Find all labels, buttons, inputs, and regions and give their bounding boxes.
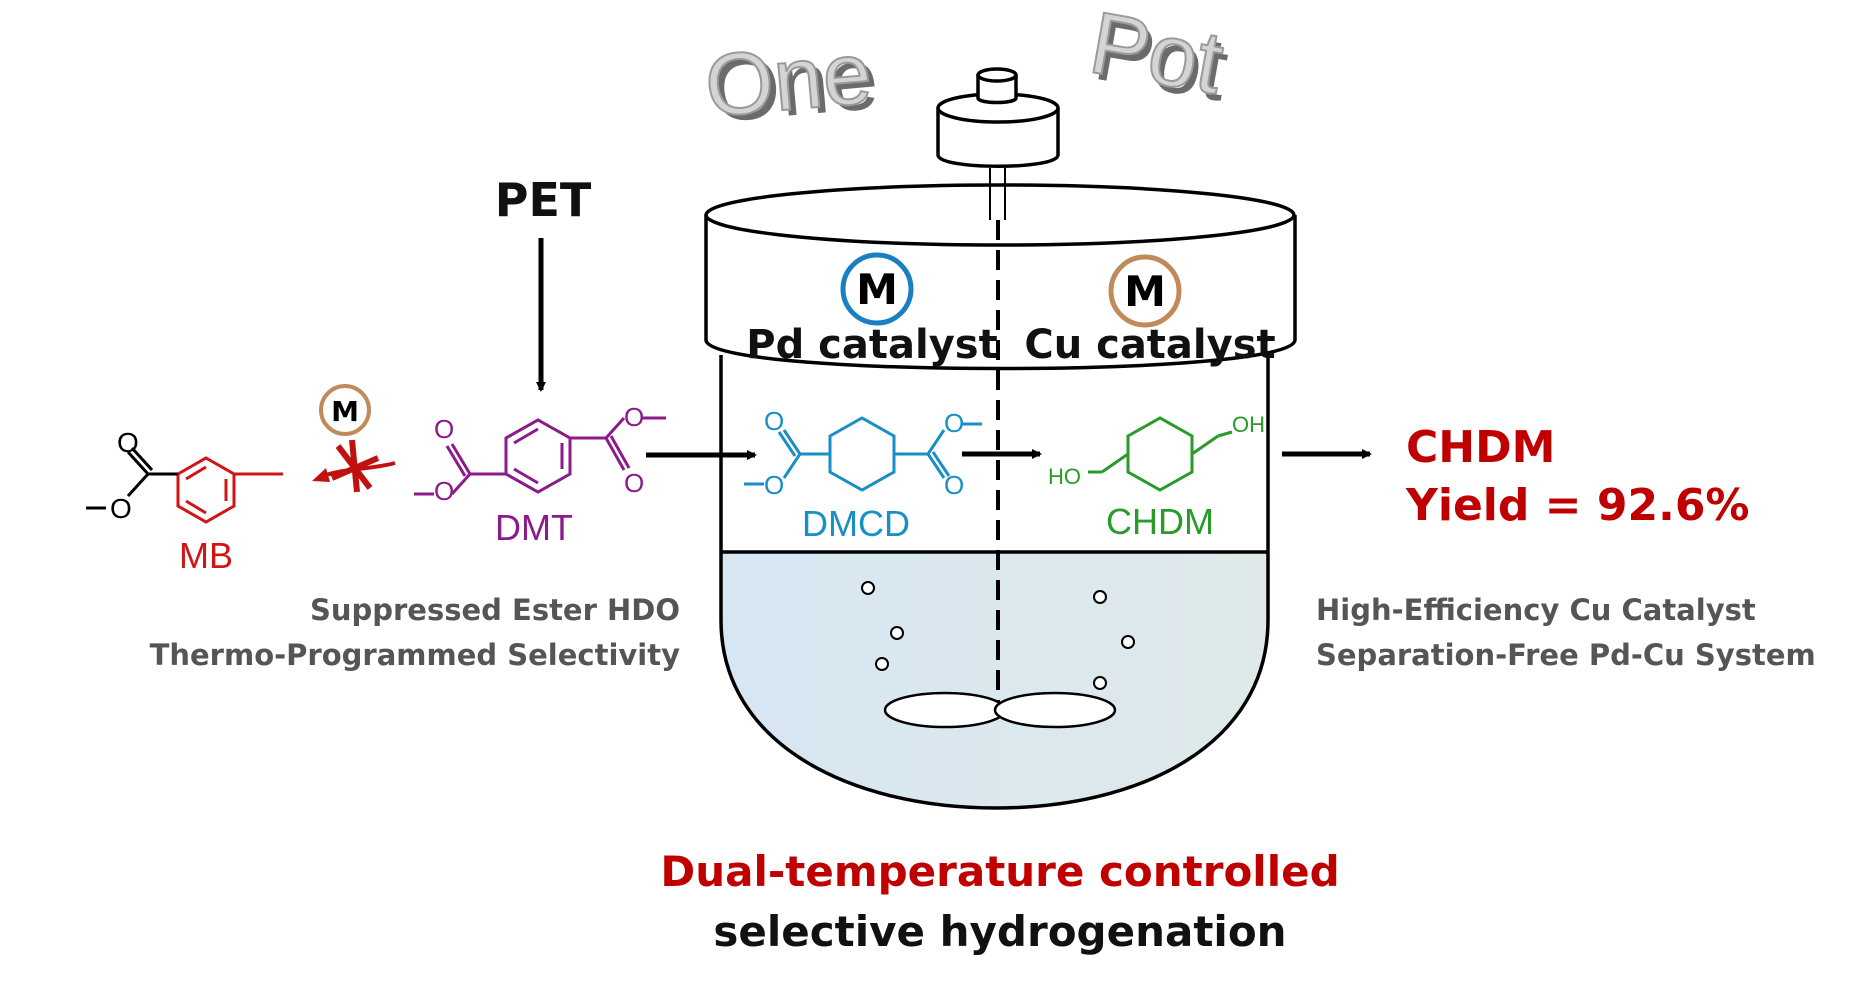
cu-catalyst: M Cu catalyst bbox=[1024, 254, 1276, 368]
title-word-one: One bbox=[701, 22, 875, 135]
chdm-molecule bbox=[1088, 416, 1233, 492]
reactor-vessel bbox=[704, 67, 1297, 810]
title-word-pot: Pot bbox=[1083, 0, 1230, 113]
title-word-one-shadow: One bbox=[708, 28, 882, 141]
one-pot-title: One One Pot Pot bbox=[700, 0, 1235, 141]
atom-label: M bbox=[856, 265, 898, 314]
cu-catalyst-label: Cu catalyst bbox=[1024, 322, 1275, 368]
product-name: CHDM bbox=[1406, 422, 1555, 473]
dmcd-label: DMCD bbox=[802, 503, 910, 544]
atom-label: O bbox=[764, 470, 784, 500]
stirrer-blade-right bbox=[993, 691, 1117, 729]
dmt-molecule bbox=[414, 416, 666, 496]
note-left-2: Thermo-Programmed Selectivity bbox=[150, 638, 681, 672]
blocked-metal-icon bbox=[319, 384, 371, 436]
atom-label: O bbox=[110, 493, 132, 524]
pd-catalyst-label: Pd catalyst bbox=[746, 322, 997, 368]
stirrer bbox=[883, 220, 1117, 729]
footer-line-1: Dual-temperature controlled bbox=[660, 847, 1339, 896]
atom-label: M bbox=[331, 395, 359, 428]
atom-label: OH bbox=[1232, 412, 1265, 437]
blocked-cross-icon bbox=[330, 439, 380, 493]
footer-line-2: selective hydrogenation bbox=[713, 907, 1286, 956]
atom-label: O bbox=[944, 408, 964, 438]
atom-label: O bbox=[624, 402, 644, 432]
stirrer-blade-left bbox=[883, 691, 1007, 729]
atom-label: O bbox=[624, 468, 644, 498]
atom-label: O bbox=[944, 470, 964, 500]
note-right-2: Separation-Free Pd-Cu System bbox=[1316, 638, 1816, 672]
atom-label: HO bbox=[1048, 464, 1081, 489]
cu-metal-icon bbox=[1108, 254, 1182, 328]
pet-label: PET bbox=[495, 173, 592, 227]
mb-label: MB bbox=[179, 535, 233, 576]
gas-bubbles bbox=[861, 581, 1135, 690]
atom-label: O bbox=[117, 427, 139, 458]
atom-label: M bbox=[1124, 267, 1166, 316]
title-word-pot-shadow: Pot bbox=[1088, 0, 1235, 120]
dmcd-molecule bbox=[744, 416, 982, 492]
reactor-lid-top bbox=[704, 183, 1296, 247]
note-right-1: High-Efficiency Cu Catalyst bbox=[1316, 593, 1756, 627]
mb-ester-group bbox=[86, 446, 154, 510]
motor-base bbox=[936, 108, 1060, 168]
mb-molecule bbox=[148, 456, 283, 524]
atom-label: O bbox=[764, 406, 784, 436]
atom-label: O bbox=[434, 414, 454, 444]
chdm-label: CHDM bbox=[1106, 501, 1214, 542]
reactor-liquid bbox=[721, 552, 1268, 808]
note-left-1: Suppressed Ester HDO bbox=[310, 593, 680, 627]
blocked-hdo-pathway: M bbox=[312, 384, 396, 493]
pd-catalyst: M Pd catalyst bbox=[746, 252, 998, 368]
reactor-body bbox=[719, 355, 1270, 810]
dmt-label: DMT bbox=[495, 507, 573, 548]
pd-metal-icon bbox=[840, 252, 914, 326]
reactor-lid bbox=[704, 215, 1297, 371]
product-yield: Yield = 92.6% bbox=[1405, 480, 1750, 531]
atom-label: O bbox=[434, 476, 454, 506]
